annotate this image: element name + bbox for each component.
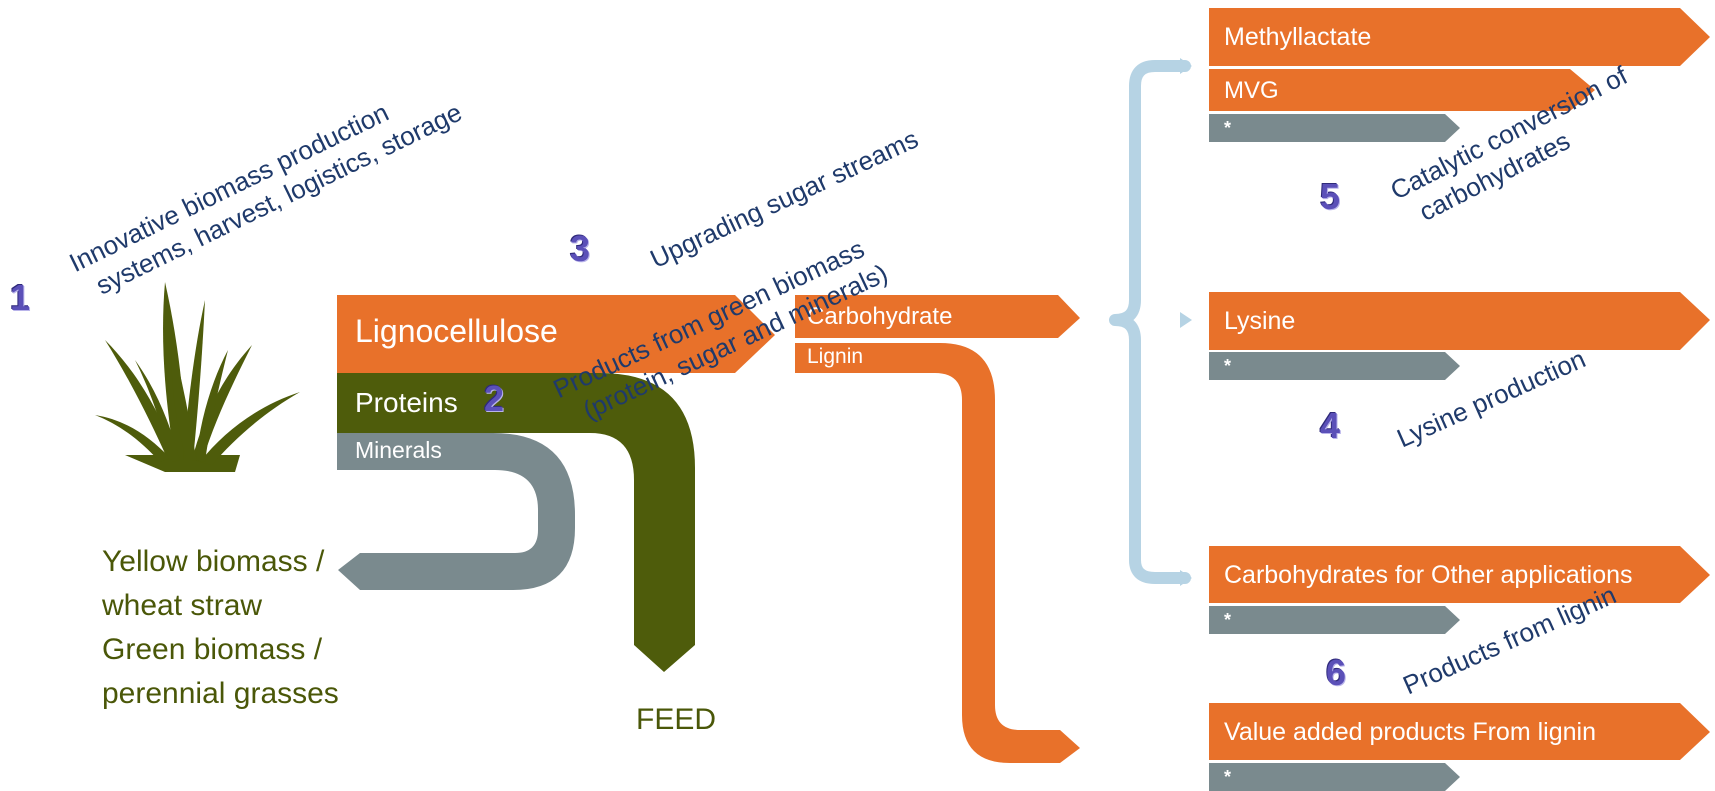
lysine-sub-bar xyxy=(1209,352,1460,380)
mvg-sub-bar xyxy=(1209,114,1460,142)
source-label-2: wheat straw xyxy=(102,589,263,622)
lignocellulose-label: Lignocellulose xyxy=(355,313,558,349)
mvg-arrow xyxy=(1209,69,1595,111)
feed-label: FEED xyxy=(636,703,717,736)
lignin-products-label: Value added products From lignin xyxy=(1224,718,1596,746)
proteins-flow xyxy=(337,373,695,672)
lignin-products-star: * xyxy=(1224,767,1232,787)
lignin-products-sub-bar xyxy=(1209,763,1460,791)
step-number-6: 6 xyxy=(1326,652,1347,693)
lignin-products-arrow xyxy=(1209,703,1710,760)
grass-icon xyxy=(95,282,300,472)
lignin-flow xyxy=(795,343,1080,763)
carbohydrate-arrow xyxy=(795,295,1080,338)
proteins-label: Proteins xyxy=(355,387,458,418)
lysine-label: Lysine xyxy=(1224,307,1296,335)
step-number-2: 2 xyxy=(484,378,505,419)
lignocellulose-arrow xyxy=(337,295,775,373)
minerals-flow xyxy=(337,433,575,590)
methyllactate-label: Methyllactate xyxy=(1224,23,1372,51)
methyllactate-arrow xyxy=(1209,8,1710,66)
lignin-label: Lignin xyxy=(807,345,864,368)
step-number-5: 5 xyxy=(1320,176,1341,217)
carbohydrates-other-arrow xyxy=(1209,546,1710,603)
carbohydrates-other-sub-bar xyxy=(1209,606,1460,634)
source-label-3: Green biomass / xyxy=(102,633,323,666)
carbohydrates-other-star: * xyxy=(1224,610,1232,630)
mvg-label: MVG xyxy=(1224,77,1279,104)
bracket xyxy=(1109,60,1191,584)
step-number-3: 3 xyxy=(570,228,591,269)
mvg-star: * xyxy=(1224,118,1232,138)
carbohydrates-other-label: Carbohydrates for Other applications xyxy=(1224,561,1633,589)
source-label-4: perennial grasses xyxy=(102,677,339,710)
lysine-arrow xyxy=(1209,292,1710,350)
carbohydrate-label: Carbohydrate xyxy=(807,303,953,330)
lysine-star: * xyxy=(1224,356,1232,376)
source-label-1: Yellow biomass / xyxy=(102,545,325,578)
step-number-1: 1 xyxy=(10,277,31,318)
minerals-label: Minerals xyxy=(355,437,442,463)
step-number-4: 4 xyxy=(1320,405,1341,446)
